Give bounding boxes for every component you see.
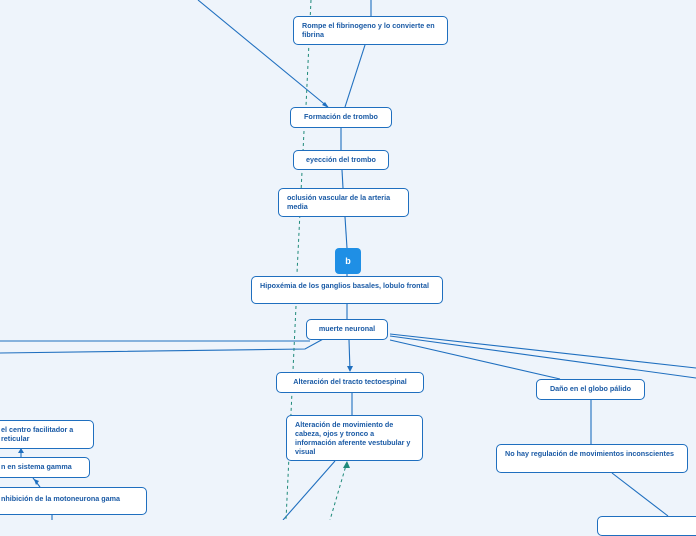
link-muerte-right-b xyxy=(389,335,696,379)
node-rompe-fibrinogeno[interactable]: Rompe el fibrinogeno y lo convierte en f… xyxy=(293,16,448,45)
node-oclusion-vascular[interactable]: oclusión vascular de la arteria media xyxy=(278,188,409,217)
link-offscreen-to-trombo xyxy=(197,0,329,108)
connector-lines xyxy=(0,0,696,520)
node-sistema-gamma[interactable]: n en sistema gamma xyxy=(0,457,90,478)
node-inhibicion-motoneurona[interactable]: nhibición de la motoneurona gama xyxy=(0,487,147,515)
arrowhead-trombo xyxy=(322,102,329,108)
link-muerte-tectoespinal xyxy=(348,339,351,372)
arrowhead-gamma xyxy=(18,448,24,453)
node-muerte-neuronal[interactable]: muerte neuronal xyxy=(306,319,388,340)
arrowhead-inhibicion xyxy=(34,479,39,485)
link-regulacion-down xyxy=(611,472,669,517)
node-movimiento-cabeza[interactable]: Alteración de movimiento de cabeza, ojos… xyxy=(286,415,423,461)
node-tracto-tectoespinal[interactable]: Alteración del tracto tectoespinal xyxy=(276,372,424,393)
dashed-link-lower xyxy=(285,305,297,520)
node-regulacion-movimientos[interactable]: No hay regulación de movimientos inconsc… xyxy=(496,444,688,473)
link-movimiento-down xyxy=(282,460,336,520)
link-fibrinogeno-trombo xyxy=(344,44,366,108)
link-muerte-globo xyxy=(389,339,561,380)
node-hipoxemia[interactable]: Hipoxémia de los ganglios basales, lobul… xyxy=(251,276,443,304)
link-oclusion-badge xyxy=(344,216,348,249)
node-eyeccion-trombo[interactable]: eyección del trombo xyxy=(293,150,389,170)
link-eyeccion-oclusion xyxy=(341,169,344,189)
dashed-link-movimiento xyxy=(329,461,348,520)
node-globo-palido[interactable]: Daño en el globo pálido xyxy=(536,379,645,400)
link-muerte-left-a xyxy=(0,337,326,354)
badge-b[interactable]: b xyxy=(335,248,361,274)
node-formacion-trombo[interactable]: Formación de trombo xyxy=(290,107,392,128)
node-offscreen-bottom-right[interactable] xyxy=(597,516,696,536)
arrowhead-tectoespinal xyxy=(347,366,353,372)
link-muerte-right-a xyxy=(389,333,696,369)
node-centro-facilitador[interactable]: el centro facilitador a reticular xyxy=(0,420,94,449)
arrowhead-dashed-movimiento xyxy=(343,461,350,468)
